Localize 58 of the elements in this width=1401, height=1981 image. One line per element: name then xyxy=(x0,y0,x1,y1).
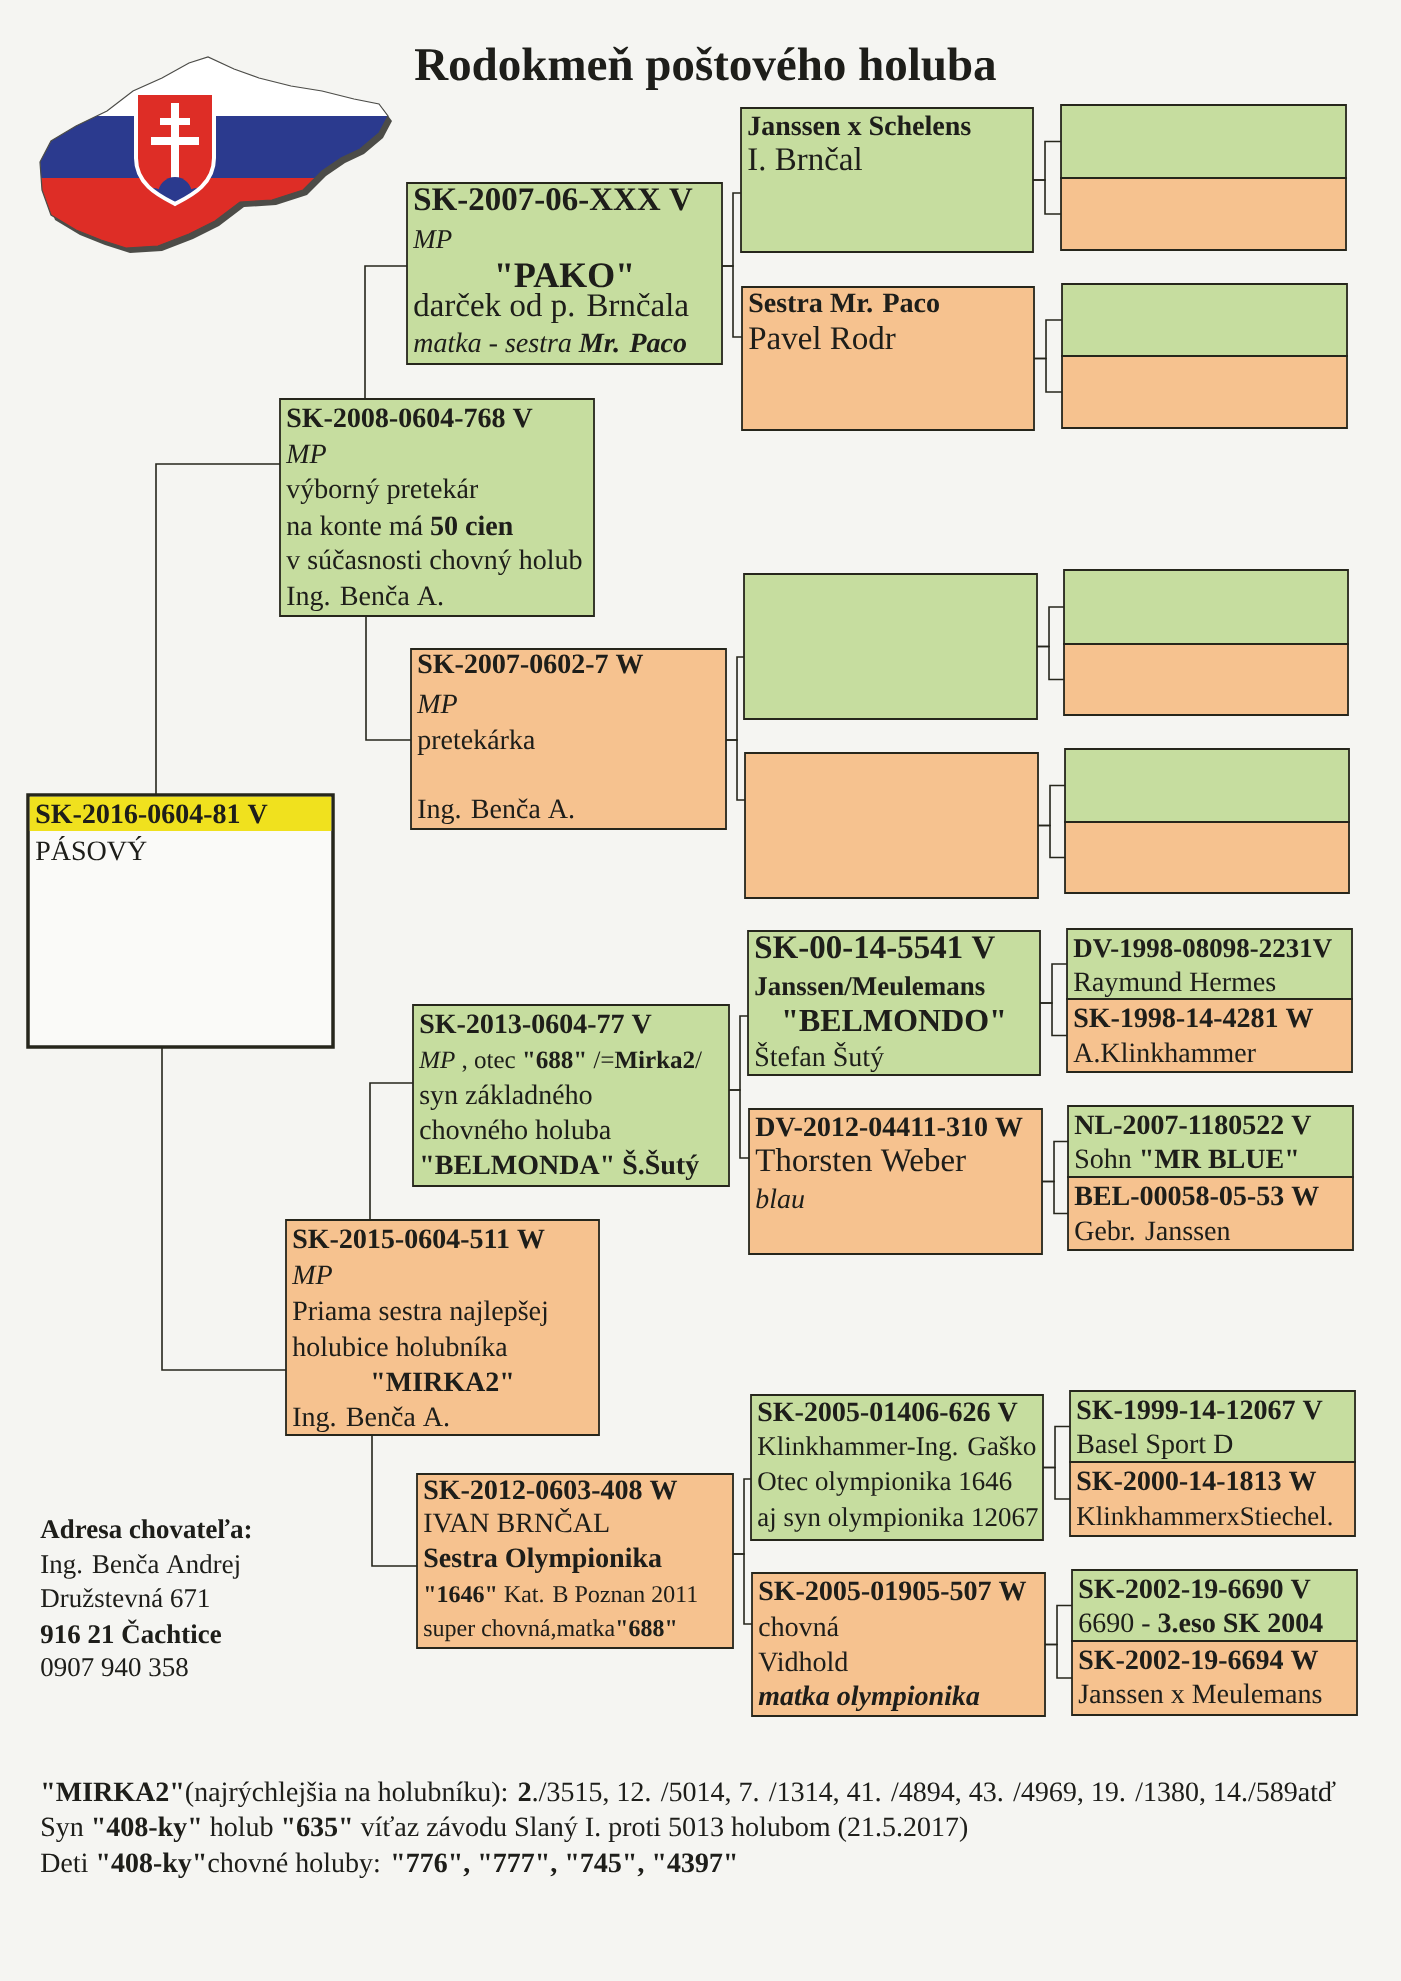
connector-line xyxy=(721,265,743,338)
pedigree-box: Sestra Mr. Paco Pavel Rodr xyxy=(741,286,1035,431)
empty-box xyxy=(1060,104,1347,179)
address-heading: Adresa chovateľa: xyxy=(40,1519,251,1539)
empty-box xyxy=(1063,569,1349,645)
pedigree-box: SK-2015-0604-511 W MP Priama sestra najlepšej holubice holubníka "MIRKA2" Ing. Benča A. xyxy=(285,1219,600,1436)
pedigree-box: SK-2002-19-6694 W Janssen x Meulemans xyxy=(1071,1640,1358,1716)
empty-box xyxy=(744,752,1039,899)
connector-line xyxy=(1039,1002,1068,1037)
connector-line xyxy=(1044,1643,1073,1679)
empty-box xyxy=(1060,177,1347,251)
connector-line xyxy=(725,739,746,801)
pedigree-box: SK-1998-14-4281 W A.Klinkhammer xyxy=(1066,998,1353,1073)
pedigree-box: SK-2000-14-1813 W KlinkhammerxStiechel. xyxy=(1069,1461,1356,1537)
connector-line xyxy=(1032,179,1062,215)
pedigree-box: DV-2012-04411-310 W Thorsten Weber blau xyxy=(748,1108,1043,1255)
empty-box xyxy=(1064,821,1350,894)
empty-box xyxy=(1061,355,1348,429)
address-line: Ing. Benča Andrej xyxy=(41,1554,239,1579)
pedigree-box: SK-2016-0604-81 V PÁSOVÝ xyxy=(26,793,335,1049)
pedigree-box: SK-2005-01406-626 V Klinkhammer-Ing. Gaško Otec olympionika 1646 aj syn olympionika 12067 xyxy=(750,1394,1044,1541)
empty-box xyxy=(1063,643,1349,716)
connector-line xyxy=(371,1434,418,1567)
address-line: Družstevná 671 xyxy=(41,1588,209,1608)
empty-box xyxy=(1064,748,1350,823)
empty-box xyxy=(1061,283,1348,357)
connector-line xyxy=(728,1089,750,1159)
pedigree-box: SK-2002-19-6690 V 6690 - 3.eso SK 2004 xyxy=(1071,1569,1358,1642)
pedigree-box: DV-1998-08098-2231V Raymund Hermes xyxy=(1066,928,1353,1000)
pedigree-box: SK-2005-01905-507 W chovná Vidhold matka olympionika xyxy=(751,1572,1046,1717)
connector-line xyxy=(1037,824,1066,859)
pedigree-box: SK-00-14-5541 V Janssen/Meulemans "BELMONDO" Štefan Šutý xyxy=(747,930,1041,1076)
pedigree-box: SK-2012-0603-408 W IVAN BRNČAL Sestra Olympionika "1646" Kat. B Poznan 2011 super chovná,matka"688" xyxy=(416,1473,734,1649)
pedigree-box: NL-2007-1180522 V Sohn "MR BLUE" xyxy=(1067,1105,1354,1178)
pedigree-box: SK-2007-0602-7 W MP pretekárka Ing. Benča A. xyxy=(410,648,727,830)
address-line: 0907 940 358 xyxy=(41,1658,188,1677)
connector-line xyxy=(1041,1180,1069,1215)
connector-line xyxy=(364,265,408,400)
pedigree-box: SK-2013-0604-77 V MP , otec "688" /=Mirka2/ syn základného chovného holuba "BELMONDA" Š.Šutý xyxy=(412,1004,730,1187)
connector-line xyxy=(161,1046,287,1371)
note-line: Syn "408-ky" holub "635" víťaz závodu Slaný I. proti 5013 holubom (21.5.2017) xyxy=(42,1816,968,1843)
connector-line xyxy=(365,615,412,741)
connector-line xyxy=(1033,357,1063,393)
pedigree-box: SK-2008-0604-768 V MP výborný pretekár na konte má 50 cien v súčasnosti chovný holub Ing. Benča A. xyxy=(279,398,595,617)
title: Rodokmeň poštového holuba xyxy=(415,46,996,90)
address-line: 916 21 Čachtice xyxy=(40,1619,221,1644)
pedigree-box: SK-2007-06-XXX V MP "PAKO" darček od p. Brnčala matka - sestra Mr. Paco xyxy=(406,182,723,365)
connector-line xyxy=(1036,645,1065,681)
note-line: "MIRKA2"(najrýchlejšia na holubníku): 2./3515, 12. /5014, 7. /1314, 41. /4894, 43. /4969, 19. /1380, 14./589atď xyxy=(43,1781,1336,1808)
connector-line xyxy=(1042,1466,1071,1500)
connector-line xyxy=(369,1082,414,1221)
empty-box xyxy=(743,573,1038,720)
connector-line xyxy=(732,1553,753,1625)
pedigree-box: SK-1999-14-12067 V Basel Sport D xyxy=(1069,1390,1356,1463)
pedigree-box: Janssen x Schelens I. Brnčal xyxy=(740,107,1034,253)
pedigree-box: BEL-00058-05-53 W Gebr. Janssen xyxy=(1067,1176,1354,1251)
note-line: Deti "408-ky"chovné holuby: "776", "777", "745", "4397" xyxy=(41,1852,736,1879)
connector-line xyxy=(155,463,281,796)
